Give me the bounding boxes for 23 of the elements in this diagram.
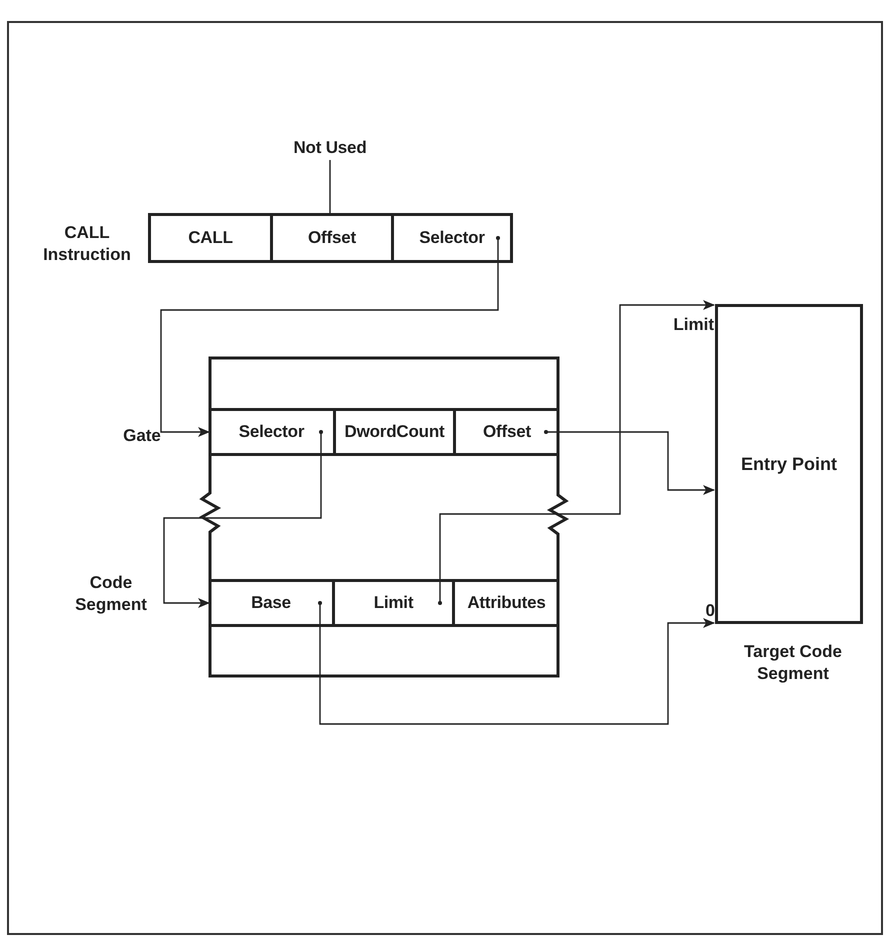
field-name: Offset <box>483 422 531 442</box>
arrow <box>438 300 715 605</box>
bound-label: 0 <box>704 600 715 622</box>
segment-label: Entry Point <box>740 454 837 474</box>
arrow <box>544 430 715 495</box>
field-label: Not Used <box>293 138 367 158</box>
row-label: CALL Instruction <box>42 222 132 266</box>
arrow <box>160 236 500 437</box>
row-label: Code Segment <box>74 572 148 616</box>
arrow <box>318 601 715 725</box>
field-name: Offset <box>308 228 356 248</box>
field-name: Attributes <box>467 593 546 613</box>
field-name: Selector <box>238 422 304 442</box>
arrow <box>163 430 323 608</box>
leader-line <box>329 160 331 216</box>
field-name: CALL <box>188 228 233 248</box>
row-label: Gate <box>122 425 162 447</box>
field-name: Limit <box>374 593 414 613</box>
field-name: Selector <box>419 228 485 248</box>
bound-label: Limit <box>672 314 714 336</box>
field-name: DwordCount <box>344 422 444 442</box>
field-name: Base <box>251 593 291 613</box>
segment-caption: Target Code Segment <box>743 641 843 685</box>
